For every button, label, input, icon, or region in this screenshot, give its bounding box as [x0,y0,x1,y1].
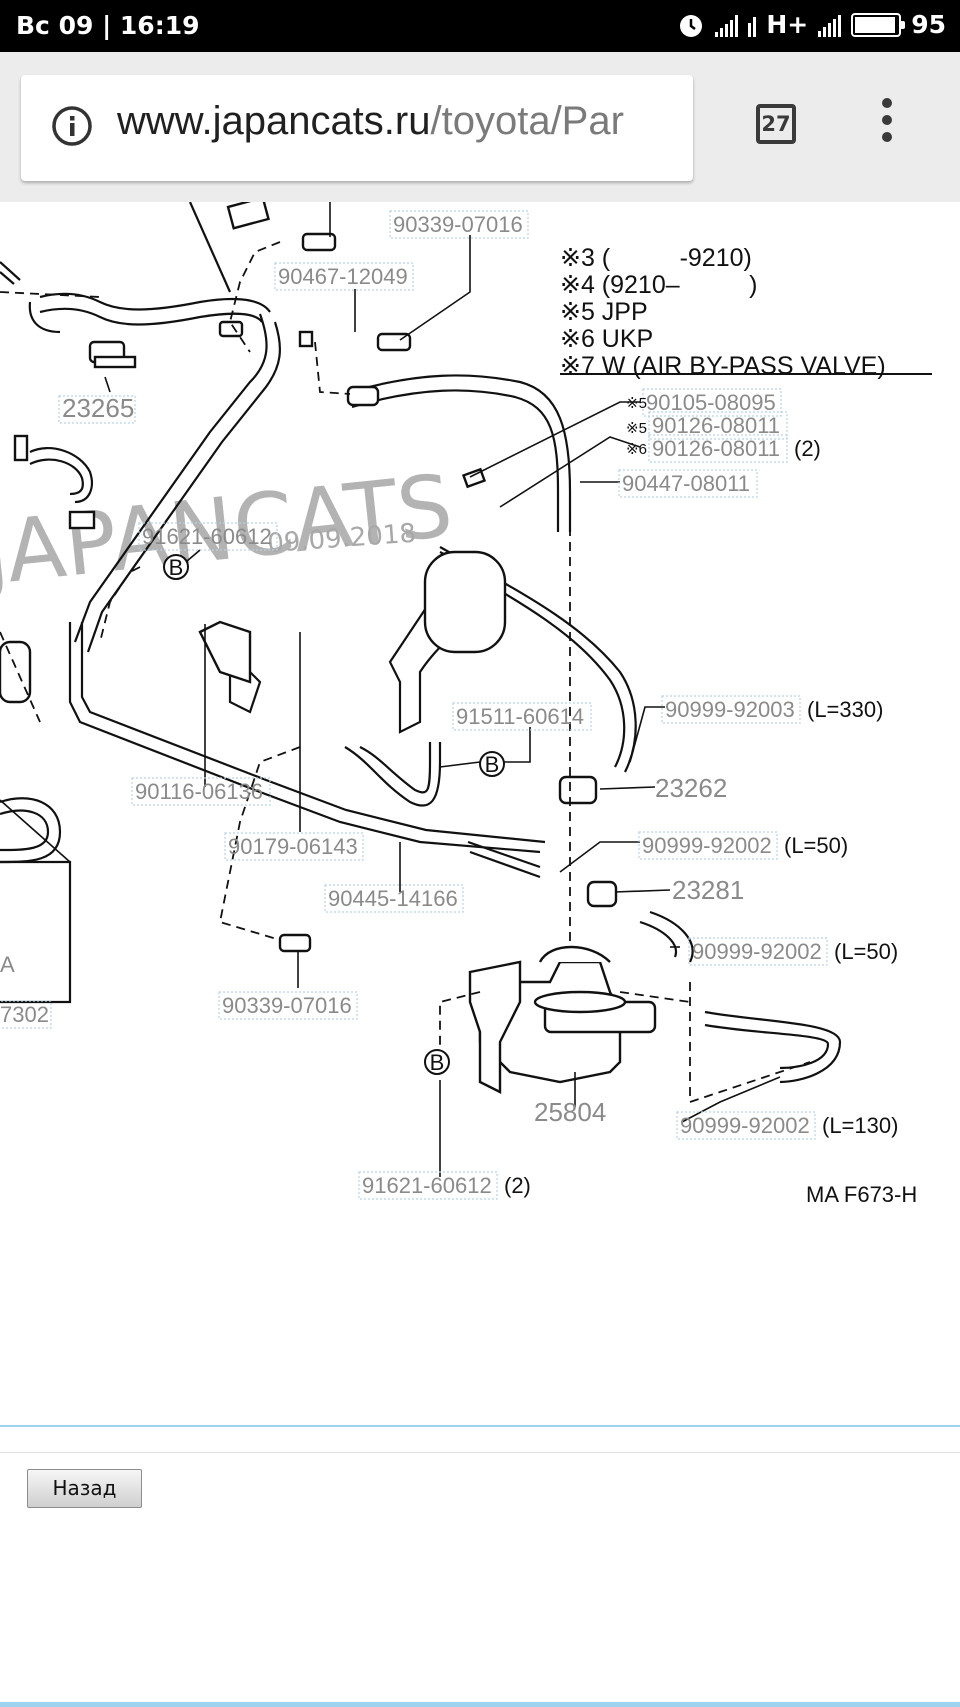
signal-icon [715,13,739,37]
part-number-label: 90999-92003 [665,697,795,722]
dashed-leaders [0,241,811,1104]
part-number-box [274,262,414,291]
signal-icon-3 [818,13,842,37]
part-number-box [661,695,801,724]
part-number-label: 90126-08011 [652,413,780,438]
part-labels: 90002(L=100)90339-0701690467-12049232659… [0,176,898,1200]
status-bar: Вс 09 | 16:19 H+ 95 [0,0,960,52]
part-mark: ※5 [626,420,647,437]
part-number-label: 23262 [655,773,727,803]
part-suffix: (2) [504,1173,531,1198]
part-number-box [638,831,778,860]
part-number-label: 90105-08095 [646,390,776,415]
callout-letter: B [485,752,500,777]
part-number-box [0,1000,52,1029]
note-line: ※7 W (AIR BY-PASS VALVE) [560,352,886,380]
notes-legend: ※3 ( -9210)※4 (9210– )※5 JPP※6 UKP※7 W (… [560,244,886,380]
url-text[interactable]: www.japancats.ru/toyota/Par [117,99,693,144]
callouts: B B B [163,554,505,1075]
part-number-label: 90116-06136 [135,779,263,804]
note-line: ※6 UKP [560,325,653,353]
battery-level [855,16,896,33]
alarm-icon [680,14,703,37]
part-number-box [131,777,271,806]
part-number-label: 91621-60612 [362,1173,492,1198]
back-button[interactable]: Назад [27,1469,142,1508]
info-icon[interactable] [51,105,93,147]
part-number-label: 90126-08011 [652,436,780,461]
part-mark: ※6 [626,441,647,458]
hose-drawing [0,201,842,1084]
url-domain: www.japancats.ru [117,99,431,143]
more-vert-icon[interactable] [875,98,899,154]
address-bar[interactable]: www.japancats.ru/toyota/Par [21,75,693,181]
bottom-bar [0,1702,960,1707]
callout-letter: B [169,555,184,580]
note-line: ※4 (9210– ) [560,271,757,299]
part-number-box [138,522,278,551]
part-number-label: 23265 [62,393,134,423]
separator-2 [0,1452,960,1453]
part-number-box [58,395,136,424]
part-suffix: (L=50) [784,833,848,858]
tab-count: 27 [761,112,791,136]
part-number-label: 90999-92002 [642,833,772,858]
part-number-label: 90447-08011 [622,471,750,496]
network-type: H+ [766,10,809,39]
part-number-label: 90339-07016 [393,212,523,237]
part-number-label: 90467-12049 [278,264,408,289]
figure-code: MA F673-H [806,1182,917,1207]
separator [0,1425,960,1427]
part-number-label: 90179-06143 [228,834,358,859]
part-number-label: 91621-60612 [142,524,272,549]
status-indicators: H+ 95 [677,10,946,39]
part-suffix: (L=50) [834,939,898,964]
diagram-canvas: JAPANCATS 09.09.2018 [0,176,932,1207]
note-line: ※5 JPP [560,298,648,326]
part-number-box [688,937,828,966]
battery-percent: 95 [911,10,946,39]
part-number-label: 90339-07016 [222,993,352,1018]
leader-lines [0,202,781,1177]
signal-icon-2 [748,13,757,37]
status-time: Вс 09 | 16:19 [16,11,200,40]
part-number-label: 7302 [0,1002,49,1027]
part-number-box [648,434,788,463]
part-number-box [324,884,464,913]
part-suffix: (L=130) [822,1113,898,1138]
tabs-button[interactable]: 27 [756,104,796,144]
part-number-box [676,1111,816,1140]
part-number-box [618,469,758,498]
part-number-label: 25804 [534,1097,606,1127]
part-suffix: (L=330) [807,697,883,722]
part-number-label: 91511-60614 [456,704,584,729]
part-number-label: 23281 [672,875,744,905]
note-line: ※3 ( -9210) [560,244,752,272]
part-suffix: (2) [794,436,821,461]
component-drawing [0,196,657,1094]
part-number-box [452,702,592,731]
parts-diagram: JAPANCATS 09.09.2018 [0,176,960,1422]
part-number-label: 90999-92002 [692,939,822,964]
callout-letter: B [430,1050,445,1075]
part-number-box [389,210,529,239]
part-number-label: 90445-14166 [328,886,458,911]
part-number-label: 90999-92002 [680,1113,810,1138]
part-number-label: A [0,952,15,977]
part-number-box [648,411,788,440]
part-mark: ※5 [626,395,647,412]
part-number-box [218,991,358,1020]
part-number-box [224,832,364,861]
part-number-box [642,388,782,417]
part-number-box [358,1171,498,1200]
url-path: /toyota/Par [430,99,624,143]
browser-toolbar: www.japancats.ru/toyota/Par 27 [0,52,960,202]
battery-icon [851,12,906,37]
